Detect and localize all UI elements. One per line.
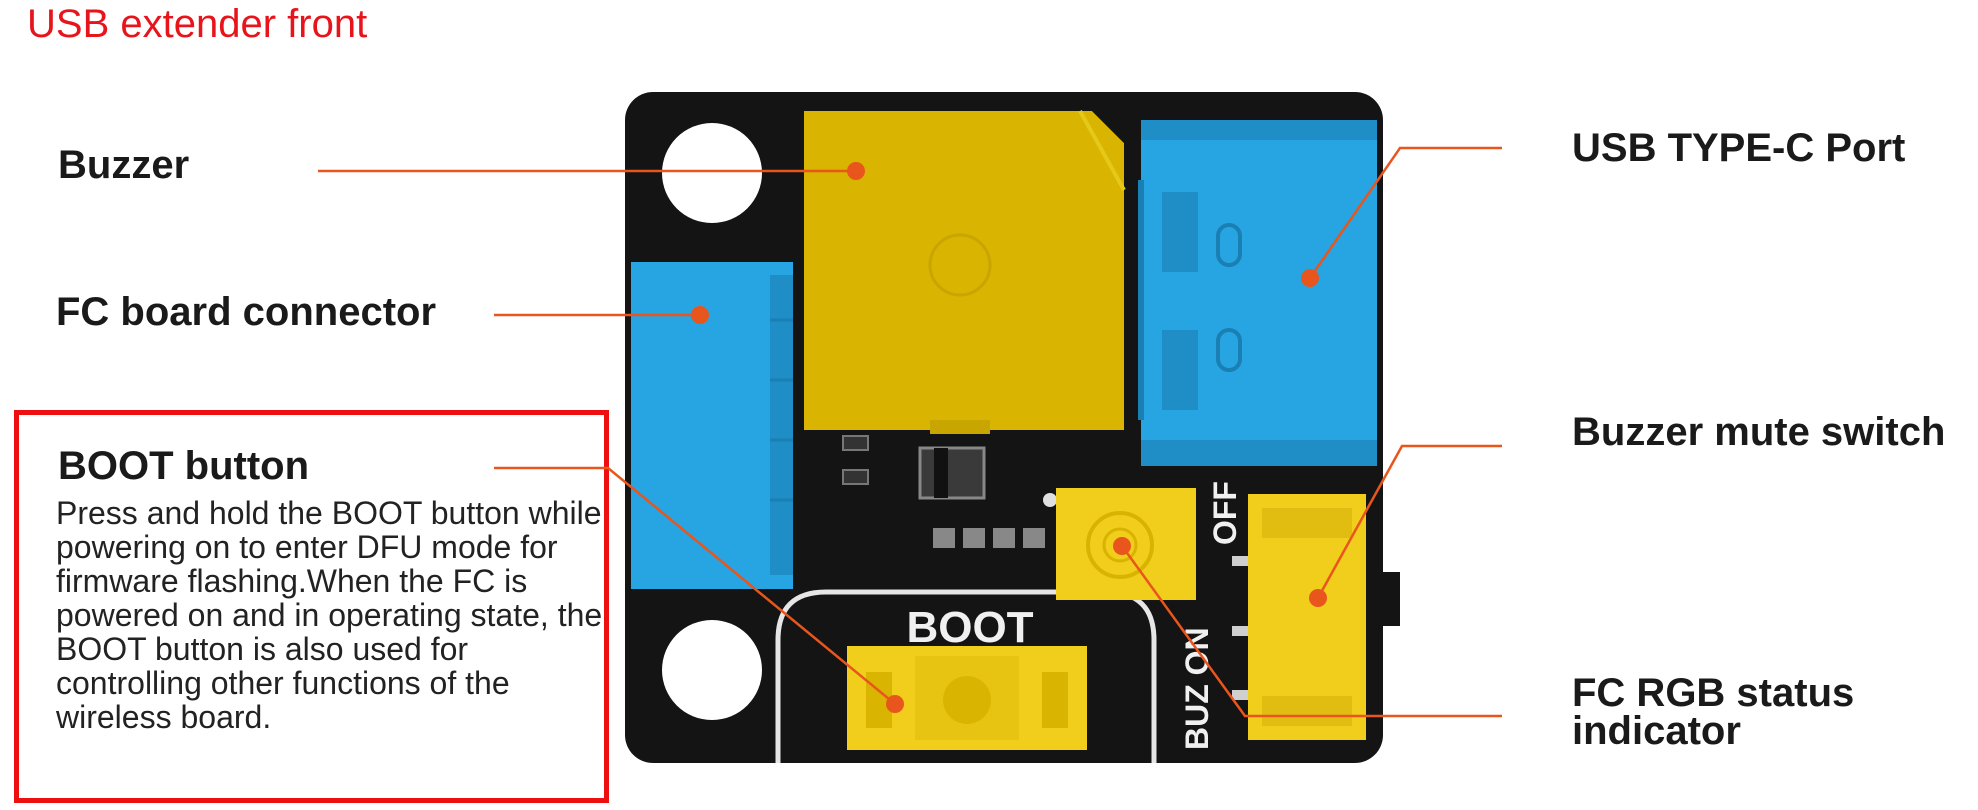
mute-switch-component [1232, 494, 1400, 740]
callout-boot-button [494, 466, 896, 705]
callout-lines [318, 146, 1502, 718]
callout-mute-switch [1316, 444, 1502, 599]
label-fc-board-connector: FC board connector [56, 290, 437, 334]
mounting-hole-bottom [662, 620, 762, 720]
usb-type-c-component [1138, 120, 1377, 466]
dot-mute-switch [1309, 589, 1327, 607]
label-fc-rgb-line1: FC RGB status [1572, 671, 1855, 715]
boot-description: Press and hold the BOOT button while pow… [56, 495, 603, 735]
smd-resistor-1 [842, 435, 869, 451]
boot-silkscreen-outline [775, 589, 1157, 763]
off-marking: OFF [1207, 481, 1243, 545]
boot-marking: BOOT [906, 603, 1033, 652]
smd-diode [918, 446, 986, 500]
callout-rgb-indicator [1120, 545, 1502, 718]
dot-rgb-indicator [1113, 537, 1131, 555]
smd-diode-band [934, 448, 948, 498]
callout-dots [691, 162, 1327, 713]
label-fc-rgb-line2: indicator [1572, 709, 1741, 753]
boot-button-component [847, 646, 1087, 750]
dot-buzzer [847, 162, 865, 180]
smd-resistor-2 [842, 469, 869, 485]
label-fc-rgb-status-indicator: FC RGB status indicator [1572, 671, 1855, 753]
buzzer-component [804, 110, 1126, 434]
callout-usb-type-c [1308, 146, 1502, 279]
boot-description-frame [14, 410, 609, 803]
dot-boot-button [886, 695, 904, 713]
fc-board-connector-component [631, 262, 793, 589]
label-usb-type-c-port: USB TYPE-C Port [1572, 126, 1906, 170]
label-buzzer-mute-switch: Buzzer mute switch [1572, 410, 1946, 454]
label-boot-button: BOOT button [58, 444, 310, 488]
page-title: USB extender front [27, 2, 368, 46]
dot-usb-type-c [1301, 269, 1319, 287]
buz-on-marking: BUZ ON [1179, 627, 1215, 750]
dot-fc-board-connector [691, 306, 709, 324]
smd-resistor-array [933, 528, 1045, 548]
test-pad [1043, 493, 1057, 507]
mounting-hole-top [662, 123, 762, 223]
label-buzzer: Buzzer [58, 143, 190, 187]
